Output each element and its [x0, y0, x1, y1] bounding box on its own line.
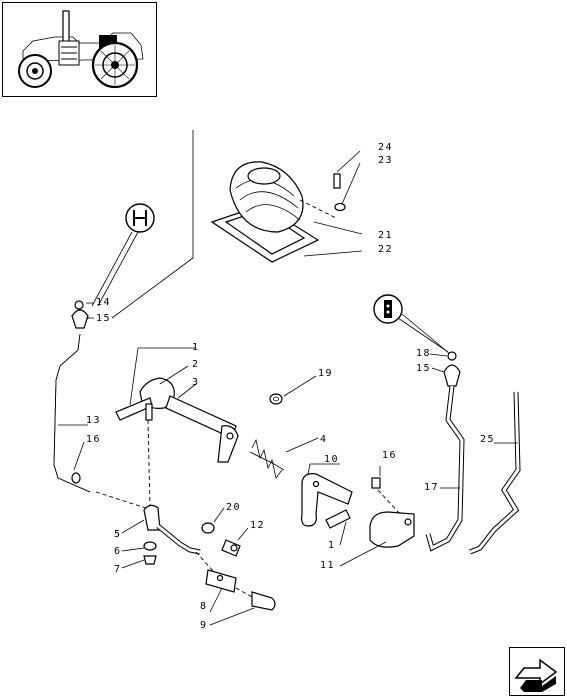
screw-24: [333, 173, 346, 212]
callout-24: 24: [378, 142, 393, 153]
tractor-thumbnail: [2, 2, 157, 97]
callout-3: 3: [192, 377, 200, 388]
callout-25: 25: [480, 434, 495, 445]
callout-15-right: 15: [416, 363, 431, 374]
callout-13: 13: [86, 415, 101, 426]
callout-23: 23: [378, 155, 393, 166]
callout-10: 10: [324, 454, 339, 465]
callout-20: 20: [226, 502, 241, 513]
callout-8: 8: [200, 601, 208, 612]
screw-16: [371, 477, 381, 489]
callout-16-left: 16: [86, 434, 101, 445]
callout-2: 2: [192, 359, 200, 370]
right-lever-17: [425, 351, 465, 552]
callout-1-top: 1: [192, 342, 200, 353]
pin-12: [221, 539, 241, 557]
next-page-arrow-button[interactable]: [509, 647, 565, 696]
callout-12: 12: [250, 520, 265, 531]
washer-20: [201, 522, 215, 534]
fork-11: [369, 511, 415, 548]
callout-6: 6: [114, 546, 122, 557]
callout-15-left: 15: [96, 313, 111, 324]
range-shift-icon: [373, 294, 403, 324]
callout-17: 17: [424, 482, 439, 493]
left-lever-13: [53, 309, 91, 493]
pin-8: [205, 569, 237, 593]
lever-10: [301, 473, 353, 527]
spring-4: [249, 438, 285, 479]
callout-22: 22: [378, 244, 393, 255]
callout-16-right: 16: [382, 450, 397, 461]
gear-shift-pattern-icon: [125, 203, 155, 233]
callout-18: 18: [416, 348, 431, 359]
tractor-icon: [18, 10, 144, 89]
callout-4: 4: [320, 434, 328, 445]
callout-5: 5: [114, 529, 122, 540]
callout-1-bottom: 1: [328, 540, 336, 551]
shift-shaft-assembly: [115, 377, 239, 463]
selector-lever-5: [143, 504, 201, 565]
callout-7: 7: [114, 564, 122, 575]
callout-9: 9: [200, 620, 208, 631]
shift-boot: [210, 161, 320, 263]
sleeve-9: [251, 591, 276, 611]
rod-25: [469, 391, 521, 555]
callout-19: 19: [318, 368, 333, 379]
next-page-arrow-icon: [514, 658, 558, 692]
callout-11: 11: [320, 560, 335, 571]
callout-14: 14: [96, 297, 111, 308]
callout-21: 21: [378, 230, 393, 241]
pin-1: [325, 509, 351, 529]
